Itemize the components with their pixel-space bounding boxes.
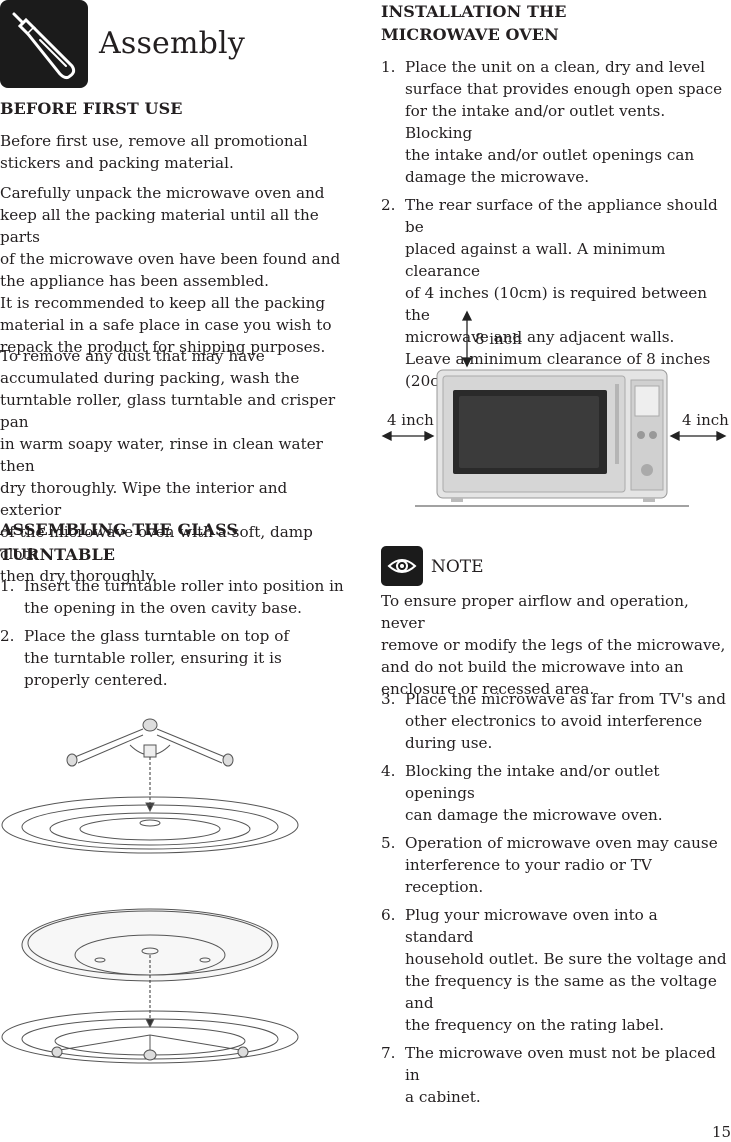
text-line: then dry thoroughly.	[0, 567, 157, 585]
clearance-diagram	[381, 310, 727, 507]
text-line: for the intake and/or outlet vents. Bloc…	[405, 102, 666, 142]
cavity-base-lower	[1, 1010, 299, 1064]
before-first-use-heading: BEFORE FIRST USE	[0, 99, 183, 118]
text-line: properly centered.	[24, 671, 168, 689]
before-first-use-paragraph-2: Carefully unpack the microwave oven and …	[0, 182, 350, 358]
step-number: 7.	[381, 1044, 396, 1062]
text-line: remove or modify the legs of the microwa…	[381, 636, 726, 654]
list-item: 4. Blocking the intake and/or outlet ope…	[381, 760, 731, 826]
assembling-steps: 1. Insert the turntable roller into posi…	[0, 575, 350, 691]
step-number: 4.	[381, 762, 396, 780]
text-line: can damage the microwave oven.	[405, 806, 663, 824]
list-item: 7. The microwave oven must not be placed…	[381, 1042, 731, 1108]
list-item: 5. Operation of microwave oven may cause…	[381, 832, 731, 898]
text-line: of 4 inches (10cm) is required between t…	[405, 284, 707, 324]
text-line: the frequency on the rating label.	[405, 1016, 665, 1034]
text-line: enclosure or recessed area.	[381, 680, 595, 698]
step-number: 1.	[381, 58, 396, 76]
text-line: interference to your radio or TV recepti…	[405, 856, 652, 896]
installation-steps: 1. Place the unit on a clean, dry and le…	[381, 56, 731, 392]
cavity-base-upper	[1, 796, 299, 854]
text-line: of the microwave oven with a soft, damp …	[0, 523, 313, 563]
note-text: To ensure proper airflow and operation, …	[381, 590, 731, 700]
text-line: To remove any dust that may have	[0, 347, 265, 365]
microwave-oven	[436, 369, 668, 502]
text-line: Carefully unpack the microwave oven and	[0, 184, 325, 202]
text-line: Insert the turntable roller into positio…	[24, 577, 344, 595]
heading-line: INSTALLATION THE	[381, 2, 567, 21]
text-line: The microwave oven must not be placed in	[405, 1044, 716, 1084]
before-first-use-paragraph-3: To remove any dust that may have accumul…	[0, 345, 350, 587]
text-line: surface that provides enough open space	[405, 80, 723, 98]
text-line: dry thoroughly. Wipe the interior and ex…	[0, 479, 288, 519]
list-item: 2. Place the glass turntable on top of t…	[0, 625, 350, 691]
text-line: material in a safe place in case you wis…	[0, 316, 332, 334]
text-line: damage the microwave.	[405, 168, 590, 186]
text-line: the turntable roller, ensuring it is	[24, 649, 282, 667]
text-line: accumulated during packing, wash the	[0, 369, 300, 387]
text-line: the frequency is the same as the voltage…	[405, 972, 717, 1012]
text-line: during use.	[405, 734, 493, 752]
list-item: 2. The rear surface of the appliance sho…	[381, 194, 731, 392]
heading-line: ASSEMBLING THE GLASS	[0, 520, 239, 539]
heading-line: MICROWAVE OVEN	[381, 25, 559, 44]
step-number: 1.	[0, 577, 15, 595]
text-line: Plug your microwave oven into a standard	[405, 906, 658, 946]
text-line: keep all the packing material until all …	[0, 206, 319, 246]
text-line: Before first use, remove all promotional	[0, 132, 308, 150]
note-title: NOTE	[431, 557, 484, 577]
turntable-illustration	[1, 718, 299, 1064]
text-line: the intake and/or outlet openings can	[405, 146, 695, 164]
text-line: of the microwave oven have been found an…	[0, 250, 341, 268]
left-clearance-label: 4 inch	[387, 411, 434, 429]
text-line: To ensure proper airflow and operation, …	[381, 592, 689, 632]
text-line: microwave and any adjacent walls.	[405, 328, 675, 346]
step-number: 6.	[381, 906, 396, 924]
text-line: Place the glass turntable on top of	[24, 627, 289, 645]
top-clearance-label: 8 inch	[475, 330, 522, 348]
step-number: 2.	[381, 196, 396, 214]
assembling-heading: ASSEMBLING THE GLASS TURNTABLE	[0, 517, 350, 567]
text-line: Blocking the intake and/or outlet openin…	[405, 762, 660, 802]
before-first-use-paragraph-1: Before first use, remove all promotional…	[0, 130, 350, 174]
screwdriver-icon	[0, 0, 88, 88]
text-line: turntable roller, glass turntable and cr…	[0, 391, 336, 431]
text-line: a cabinet.	[405, 1088, 481, 1106]
eye-icon	[381, 546, 423, 586]
heading-line: TURNTABLE	[0, 545, 116, 564]
step-number: 5.	[381, 834, 396, 852]
text-line: It is recommended to keep all the packin…	[0, 294, 326, 312]
text-line: in warm soapy water, rinse in clean wate…	[0, 435, 323, 475]
text-line: household outlet. Be sure the voltage an…	[405, 950, 727, 968]
text-line: the appliance has been assembled.	[0, 272, 269, 290]
page-number: 15	[712, 1123, 731, 1141]
text-line: The rear surface of the appliance should…	[405, 196, 718, 236]
list-item: 3. Place the microwave as far from TV's …	[381, 688, 731, 754]
right-clearance-label: 4 inch	[682, 411, 729, 429]
list-item: 6. Plug your microwave oven into a stand…	[381, 904, 731, 1036]
step-number: 3.	[381, 690, 396, 708]
text-line: the opening in the oven cavity base.	[24, 599, 302, 617]
text-line: other electronics to avoid interference	[405, 712, 703, 730]
text-line: placed against a wall. A minimum clearan…	[405, 240, 666, 280]
text-line: and do not build the microwave into an	[381, 658, 684, 676]
text-line: repack the product for shipping purposes…	[0, 338, 326, 356]
page-title: Assembly	[99, 26, 246, 61]
text-line: stickers and packing material.	[0, 154, 234, 172]
installation-heading: INSTALLATION THE MICROWAVE OVEN	[381, 0, 731, 46]
installation-more-steps: 3. Place the microwave as far from TV's …	[381, 688, 731, 1108]
list-item: 1. Insert the turntable roller into posi…	[0, 575, 350, 619]
text-line: Operation of microwave oven may cause	[405, 834, 718, 852]
text-line: Place the microwave as far from TV's and	[405, 690, 726, 708]
step-number: 2.	[0, 627, 15, 645]
list-item: 1. Place the unit on a clean, dry and le…	[381, 56, 731, 188]
text-line: Leave a minimum clearance of 8 inches	[405, 350, 711, 368]
text-line: Place the unit on a clean, dry and level	[405, 58, 706, 76]
